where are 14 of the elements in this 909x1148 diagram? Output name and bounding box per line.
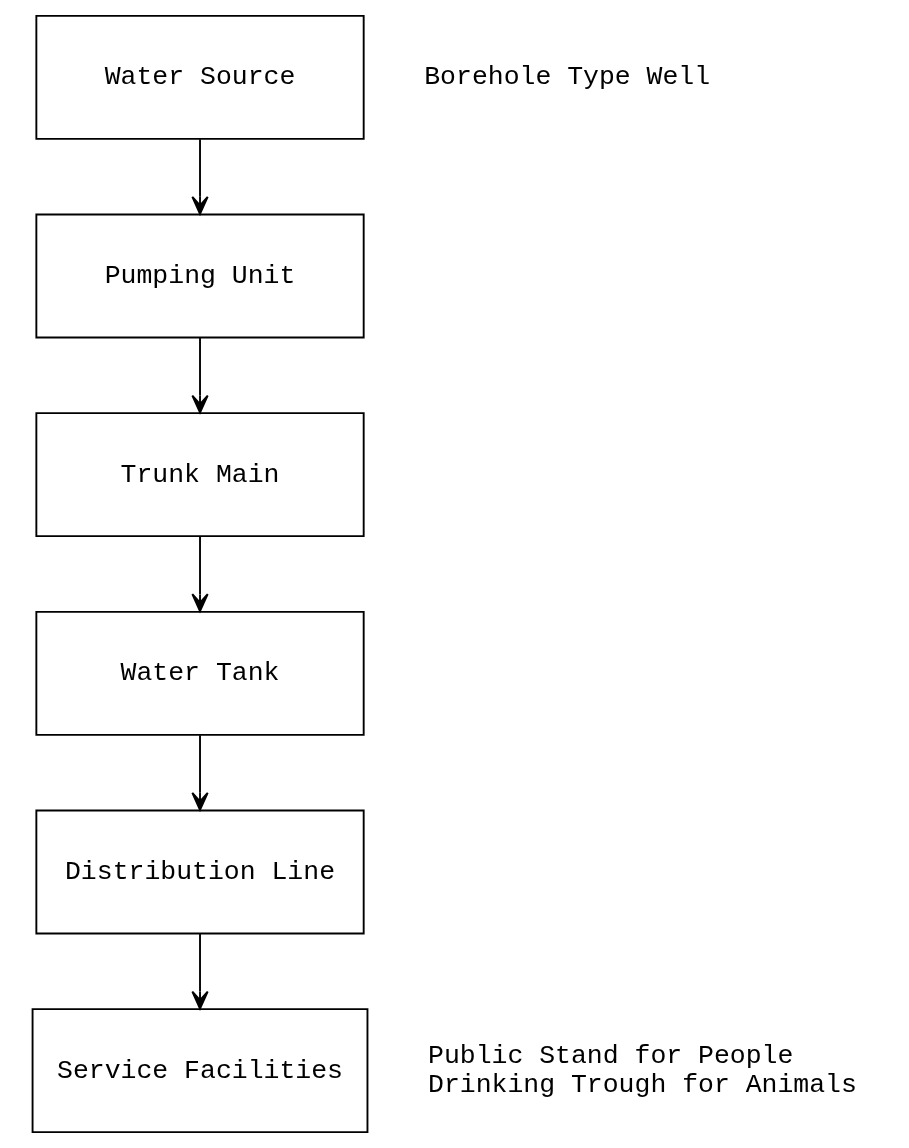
- arrow: [191, 535, 209, 613]
- node-box: Trunk Main: [35, 412, 365, 538]
- node-box: Service Facilities: [31, 1008, 369, 1134]
- arrow: [191, 734, 209, 811]
- arrow: [191, 138, 209, 215]
- arrow: [191, 337, 209, 414]
- node-box: Pumping Unit: [35, 213, 365, 339]
- node-label: Drinking Trough for Animals: [428, 1069, 857, 1100]
- node-box: Water Tank: [35, 610, 365, 736]
- node-label: Public Stand for People: [428, 1041, 794, 1072]
- node-label: Borehole Type Well: [424, 62, 711, 93]
- arrow: [191, 933, 209, 1010]
- node-box: Water Source: [35, 14, 365, 140]
- node-box: Distribution Line: [35, 809, 365, 935]
